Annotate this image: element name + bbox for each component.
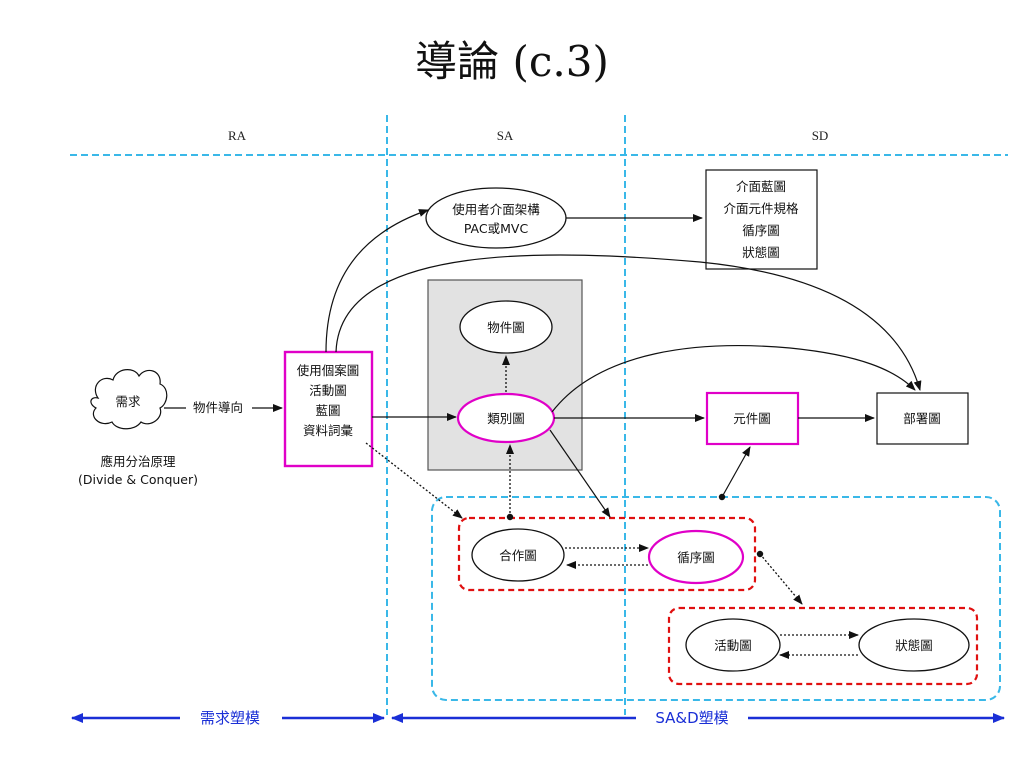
behavior-group — [667, 606, 979, 686]
state-diagram-label: 狀態圖 — [895, 638, 933, 653]
activity-diagram-label: 活動圖 — [714, 638, 752, 653]
sd-item-2: 介面元件規格 — [723, 201, 799, 216]
ui-arch-line2: PAC或MVC — [464, 221, 529, 236]
lane-lines — [70, 115, 1008, 715]
object-diagram-label: 物件圖 — [487, 320, 525, 335]
component-diagram-label: 元件圖 — [733, 411, 771, 426]
component-diagram-node — [705, 391, 800, 446]
requirements-modeling-label: 需求塑模 — [200, 709, 260, 727]
ra-item-dictionary: 資料詞彙 — [303, 423, 354, 438]
ra-models-box — [283, 350, 374, 468]
sad-modeling-label: SA&D塑模 — [655, 709, 728, 727]
sd-interface-box — [705, 169, 818, 270]
sequence-diagram-label: 循序圖 — [677, 550, 715, 565]
divide-conquer-sublabel: (Divide & Conquer) — [78, 472, 198, 487]
collaboration-diagram-node — [471, 528, 565, 582]
oo-label: 物件導向 — [193, 400, 243, 415]
sd-item-1: 介面藍圖 — [736, 179, 786, 194]
class-diagram-label: 類別圖 — [487, 411, 525, 426]
design-region — [431, 496, 1001, 701]
state-diagram-node — [858, 618, 970, 672]
deployment-diagram-node — [876, 392, 969, 445]
activity-diagram-node — [685, 618, 781, 672]
ra-item-usecase: 使用個案圖 — [297, 363, 360, 378]
lane-label-sa: SA — [497, 128, 514, 143]
lane-label-ra: RA — [228, 128, 247, 143]
diagram-dotted-arrows — [365, 355, 859, 659]
ui-arch-line1: 使用者介面架構 — [452, 202, 540, 217]
sequence-diagram-node — [647, 529, 745, 585]
page-title: 導論 (c.3) — [415, 37, 609, 86]
ra-item-blueprint: 藍圖 — [315, 403, 340, 418]
divide-conquer-label: 應用分治原理 — [100, 454, 176, 469]
object-diagram-node — [459, 300, 553, 354]
collaboration-diagram-label: 合作圖 — [499, 548, 537, 563]
diagram-arrows — [325, 209, 922, 518]
sd-item-3: 循序圖 — [742, 223, 780, 238]
deployment-diagram-label: 部署圖 — [903, 411, 941, 426]
ui-architecture-node — [425, 187, 567, 249]
ra-item-activity: 活動圖 — [309, 383, 347, 398]
lane-label-sd: SD — [812, 128, 829, 143]
need-cloud-icon — [90, 369, 168, 430]
need-label: 需求 — [115, 394, 141, 409]
sd-item-4: 狀態圖 — [742, 245, 780, 260]
